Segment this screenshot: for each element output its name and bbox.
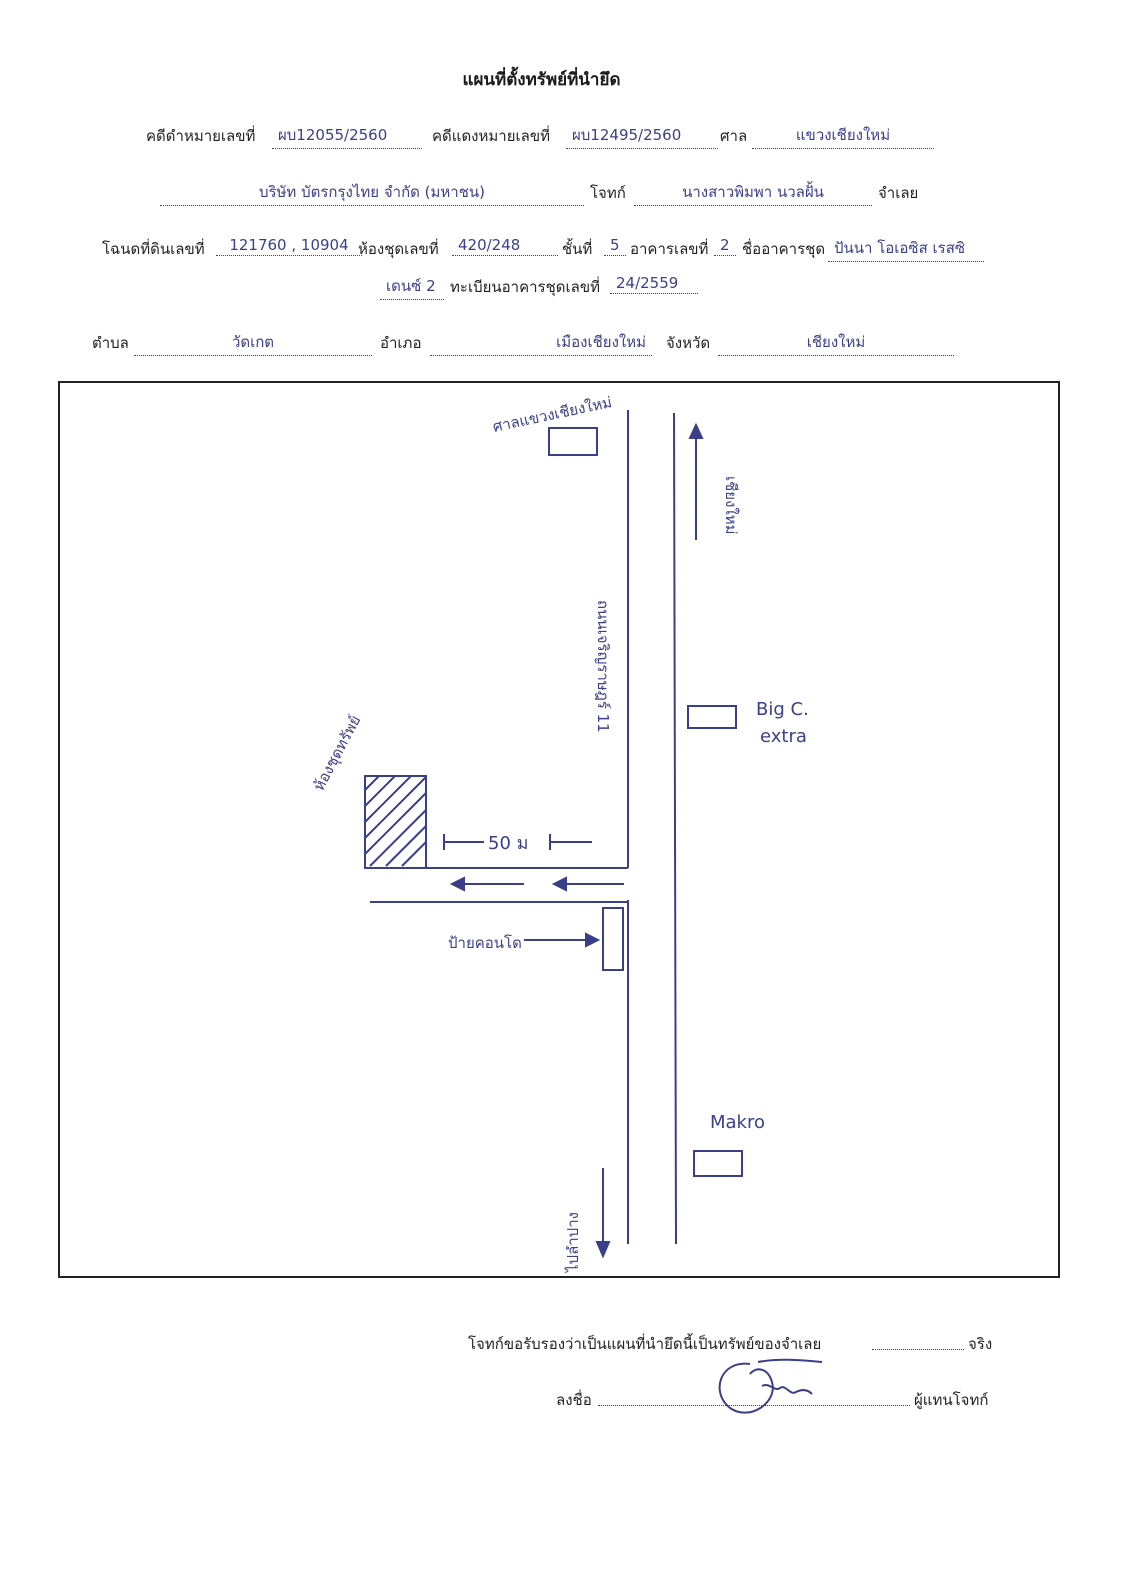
plaintiff-label: โจทก์ xyxy=(590,184,626,202)
black-case-value: ผบ12055/2560 xyxy=(272,123,422,149)
signature-mark xyxy=(718,1358,823,1414)
page-title: แผนที่ตั้งทรัพย์ที่นำยึด xyxy=(462,70,621,90)
condo-sign-box xyxy=(602,907,624,971)
sign-role: ผู้แทนโจทก์ xyxy=(914,1391,989,1409)
map-frame xyxy=(58,381,1060,1278)
distance-label: 50 ม xyxy=(488,833,529,854)
defendant-label: จำเลย xyxy=(878,184,919,202)
court-label: ศาล xyxy=(720,127,748,145)
plaintiff-value: บริษัท บัตรกรุงไทย จำกัด (มหาชน) xyxy=(160,180,584,206)
certify-blank xyxy=(872,1332,964,1350)
court-box xyxy=(548,427,598,456)
registry-label: ทะเบียนอาคารชุดเลขที่ xyxy=(450,278,600,296)
province-label: จังหวัด xyxy=(666,334,711,352)
subdistrict-value: วัดเกต xyxy=(134,330,372,356)
road-name-label: ถนนเจริญราษฎร์ 11 xyxy=(594,600,612,733)
black-case-label: คดีดำหมายเลขที่ xyxy=(146,127,256,145)
sign-label: ลงชื่อ xyxy=(556,1391,592,1409)
big-c-box xyxy=(687,705,737,729)
court-value: แขวงเชียงใหม่ xyxy=(752,123,934,149)
district-label: อำเภอ xyxy=(380,334,422,352)
floor-label: ชั้นที่ xyxy=(562,240,593,258)
north-direction-label: เชียงใหม่ xyxy=(722,476,740,535)
building-label: อาคารเลขที่ xyxy=(630,240,709,258)
north-arrow-head xyxy=(688,422,704,439)
condo-name-label: ชื่ออาคารชุด xyxy=(742,240,826,258)
deed-label: โฉนดที่ดินเลขที่ xyxy=(102,240,205,258)
red-case-label: คดีแดงหมายเลขที่ xyxy=(432,127,550,145)
subdistrict-label: ตำบล xyxy=(92,334,129,352)
unit-value: 420/248 xyxy=(452,236,558,256)
floor-value: 5 xyxy=(604,236,626,256)
district-value: เมืองเชียงใหม่ xyxy=(430,330,652,356)
big-c-label-line1: Big C. xyxy=(756,699,809,720)
big-c-label-line2: extra xyxy=(760,726,807,747)
defendant-value: นางสาวพิมพา นวลฝั้น xyxy=(634,180,872,206)
certify-end: จริง xyxy=(968,1335,993,1353)
condo-sign-label: ป้ายคอนโด xyxy=(448,934,522,952)
condo-name-cont: เดนซ์ 2 xyxy=(380,274,444,300)
makro-label: Makro xyxy=(710,1112,765,1133)
condo-name-value: ปันนา โอเอซิส เรสซิ xyxy=(828,236,984,262)
red-case-value: ผบ12495/2560 xyxy=(566,123,718,149)
south-direction-label: ไปลำปาง xyxy=(564,1212,582,1273)
makro-box xyxy=(693,1150,743,1177)
province-value: เชียงใหม่ xyxy=(718,330,954,356)
road-right-edge xyxy=(673,412,677,1245)
building-value: 2 xyxy=(714,236,736,256)
property-label: ห้องชุดทรัพย์ xyxy=(310,712,366,794)
unit-label: ห้องชุดเลขที่ xyxy=(358,240,439,258)
sign-line xyxy=(598,1388,910,1406)
south-arrow-head xyxy=(595,1241,611,1259)
court-landmark-label: ศาลแขวงเชียงใหม่ xyxy=(491,393,613,436)
registry-value: 24/2559 xyxy=(610,274,698,294)
property-box xyxy=(364,775,427,869)
certify-text: โจทก์ขอรับรองว่าเป็นแผนที่นำยึดนี้เป็นทร… xyxy=(468,1335,822,1353)
deed-value: 121760 , 10904 xyxy=(216,236,362,256)
